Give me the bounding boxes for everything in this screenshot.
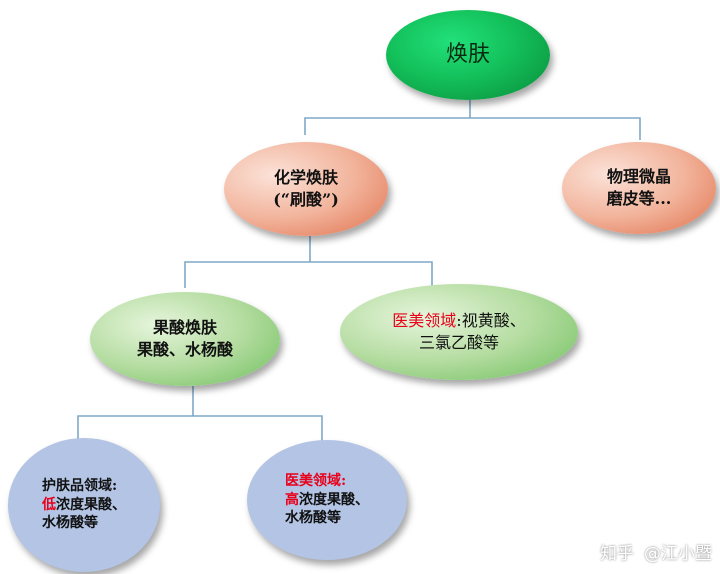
node-chemical-peel: 化学焕肤 (“刷酸”) bbox=[224, 142, 388, 236]
connector-chem-level2 bbox=[184, 236, 433, 288]
connector-fruit-level3 bbox=[77, 386, 323, 442]
node-med2-line2: 高浓度果酸、 bbox=[285, 491, 369, 510]
node-fruit-acid-peel: 果酸焕肤 果酸、水杨酸 bbox=[90, 292, 280, 386]
watermark-author: @江小暨 bbox=[644, 544, 712, 564]
node-med1-highlight: 医美领域 bbox=[392, 311, 457, 331]
node-med2-text: 医美领域: 高浓度果酸、 水杨酸等 bbox=[285, 472, 369, 529]
node-med2-line1: 医美领域: bbox=[285, 472, 347, 489]
node-skincare-low-concentration: 护肤品领域: 低浓度果酸、 水杨酸等 bbox=[8, 438, 160, 572]
node-chem-line2: (“刷酸”) bbox=[273, 190, 339, 209]
connector-root-level1 bbox=[304, 100, 641, 140]
node-skin-line3: 水杨酸等 bbox=[42, 515, 98, 532]
node-medical-aesthetics-retinoic: 医美领域:视黄酸、 三氯乙酸等 bbox=[340, 284, 578, 380]
node-skin-rest2: 浓度果酸、 bbox=[56, 496, 126, 513]
node-skin-resurfacing: 焕肤 bbox=[386, 10, 550, 100]
node-med1-line2: 三氯乙酸等 bbox=[418, 333, 499, 352]
node-med2-highlight: 高 bbox=[285, 491, 299, 508]
node-med1-rest1: :视黄酸、 bbox=[456, 311, 526, 331]
node-med2-line3: 水杨酸等 bbox=[285, 510, 341, 527]
node-med2-rest2: 浓度果酸、 bbox=[299, 491, 369, 508]
node-fruit-line1: 果酸焕肤 bbox=[152, 318, 217, 338]
node-physical-microdermabrasion: 物理微晶 磨皮等... bbox=[562, 142, 716, 234]
node-skin-highlight: 低 bbox=[42, 496, 56, 513]
node-phys-line2: 磨皮等... bbox=[606, 189, 672, 208]
node-root-label: 焕肤 bbox=[445, 42, 490, 68]
node-fruit-line2: 果酸、水杨酸 bbox=[136, 340, 233, 359]
node-chem-line1: 化学焕肤 bbox=[273, 168, 338, 188]
watermark: 知乎 @江小暨 bbox=[600, 539, 712, 564]
node-medical-high-concentration: 医美领域: 高浓度果酸、 水杨酸等 bbox=[247, 440, 407, 560]
node-med1-line1: 医美领域:视黄酸、 bbox=[392, 310, 525, 332]
node-skin-text: 护肤品领域: 低浓度果酸、 水杨酸等 bbox=[42, 477, 126, 534]
node-skin-line2: 低浓度果酸、 bbox=[42, 496, 126, 515]
node-skin-line1: 护肤品领域: bbox=[42, 477, 118, 494]
watermark-platform: 知乎 bbox=[600, 544, 634, 564]
node-phys-line1: 物理微晶 bbox=[606, 167, 671, 187]
